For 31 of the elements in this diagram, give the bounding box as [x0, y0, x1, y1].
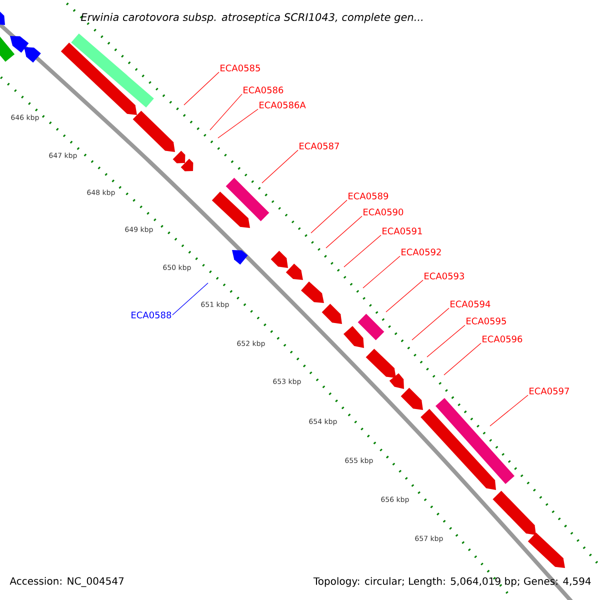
footer-text: Accession: NC_004547: [10, 577, 124, 587]
leader-line: [184, 72, 220, 106]
leader-line: [262, 150, 298, 184]
gene-label: ECA0595: [466, 318, 506, 324]
leader-line: [310, 200, 348, 234]
gene-label: ECA0590: [364, 208, 404, 216]
leader-line: [412, 308, 450, 340]
leader-line: [426, 324, 466, 358]
gene-label: ECA0587: [300, 142, 339, 150]
footer-text: Topology: circular; Length: 5,064,019 bp; Genes: 4,594: [313, 577, 591, 587]
gene-label: ECA0591: [382, 228, 422, 234]
gene-label: ECA0588: [132, 312, 172, 318]
leader-line: [172, 282, 208, 316]
gene-label: ECA0597: [530, 388, 569, 394]
leader-line: [210, 94, 242, 130]
leader-line: [344, 234, 382, 268]
gene-label: ECA0592: [402, 248, 441, 256]
gene-label: ECA0596: [482, 336, 522, 342]
leader-line: [444, 342, 482, 376]
gene-label: ECA0586: [244, 86, 284, 94]
leader-line: [386, 280, 424, 312]
title: Erwinia carotovora subsp. atroseptica SCRI1043, complete gen...: [80, 12, 422, 24]
gene-label: ECA0594: [450, 300, 490, 308]
gene-label: ECA0593: [424, 272, 464, 280]
gene-label: ECA0585: [220, 64, 260, 72]
gene-label: ECA0589: [348, 192, 388, 200]
gene-label: ECA0586A: [260, 102, 306, 108]
leader-line: [326, 216, 362, 248]
leader-line: [362, 256, 400, 288]
leader-line: [218, 108, 258, 138]
leader-line: [490, 394, 528, 426]
